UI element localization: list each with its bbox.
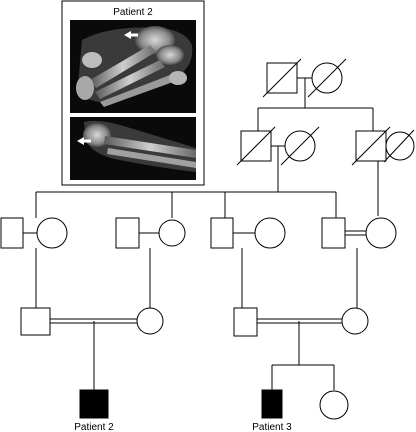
xray-image-bottom <box>70 117 196 180</box>
female-symbol <box>254 217 286 249</box>
label-patient-3: Patient 3 <box>252 422 292 432</box>
arrow-icon <box>124 31 138 39</box>
male-symbol <box>115 217 140 249</box>
female-symbol <box>136 307 164 335</box>
inset-title: Patient 2 <box>113 7 153 18</box>
female-symbol <box>341 307 369 335</box>
arrow-icon <box>77 137 91 145</box>
label-patient-2: Patient 2 <box>74 422 114 432</box>
male-symbol <box>210 217 234 249</box>
xray-image-top <box>70 20 196 113</box>
affected-male-symbol <box>261 389 283 419</box>
male-symbol <box>321 217 346 249</box>
male-symbol <box>0 217 24 249</box>
affected-male-symbol <box>79 389 109 419</box>
female-symbol <box>158 219 186 247</box>
pedigree-individuals <box>0 58 415 420</box>
male-symbol <box>20 307 51 336</box>
xray-inset: Patient 2 <box>61 0 205 186</box>
pedigree-lines <box>23 77 400 390</box>
female-symbol <box>36 217 68 249</box>
male-symbol <box>233 307 258 337</box>
female-symbol <box>365 217 397 249</box>
female-symbol <box>319 390 349 420</box>
